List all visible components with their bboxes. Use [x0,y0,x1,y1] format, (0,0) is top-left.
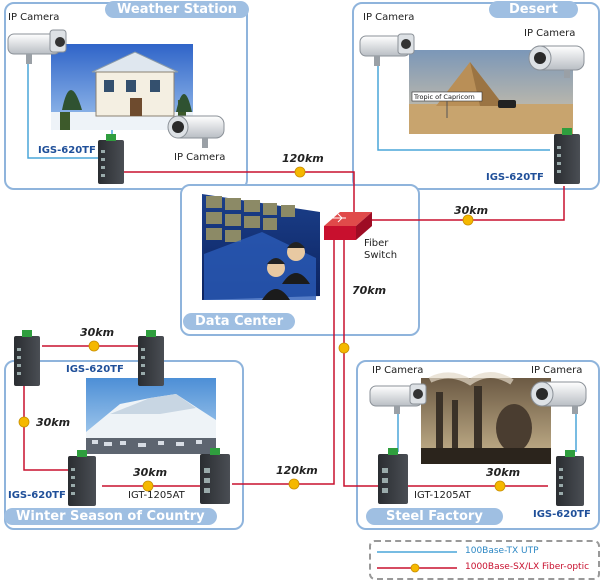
winter-photo [86,378,216,454]
switch-model-label: IGS-620TF [38,145,96,156]
weather-station-photo [51,44,193,130]
distance-label: 120km [276,464,318,477]
camera-label: IP Camera [174,152,226,163]
zone-title-data-center: Data Center [183,313,296,330]
camera-label: IP Camera [531,365,583,376]
ip-cameras [7,29,587,414]
distance-label: 30km [133,466,168,479]
fiber-switch-label: Switch [364,250,398,261]
switch-model-label: IGS-620TF [486,172,544,183]
distance-label: 30km [36,416,71,429]
camera-label: IP Camera [372,365,424,376]
desert-photo: Tropic of Capricorn [409,50,573,134]
camera-label: IP Camera [524,28,576,39]
sfp-modules [18,166,506,492]
switch-model-label: IGS-620TF [66,364,124,375]
switch-model-label: IGT-1205AT [414,490,471,501]
distance-label: 30km [80,326,115,339]
zone-title-desert: Desert [489,1,578,18]
legend: 100Base-TX UTP 1000Base-SX/LX Fiber-opti… [369,540,600,580]
switch-model-label: IGS-620TF [8,490,66,501]
fiber-switch-device [324,212,372,240]
switch-model-label: IGS-620TF [533,509,591,520]
camera-label: IP Camera [8,12,60,23]
fiber-cables [23,171,565,487]
legend-fiber-label: 1000Base-SX/LX Fiber-optic [465,562,590,572]
industrial-switches [14,128,584,506]
fiber-switch-label: Fiber [364,238,389,249]
distance-label: 70km [352,284,387,297]
camera-label: IP Camera [363,12,415,23]
zone-title-winter: Winter Season of Country [4,508,217,525]
distance-label: 30km [454,204,489,217]
zone-title-steel-factory: Steel Factory [366,508,503,525]
legend-swatches [377,551,457,573]
data-center-scene [202,194,320,300]
distance-label: 120km [282,152,324,165]
distance-label: 30km [486,466,521,479]
zone-title-weather-station: Weather Station [105,1,249,18]
switch-model-label: IGT-1205AT [128,490,185,501]
steel-factory-photo [421,372,551,464]
tropic-sign-text: Tropic of Capricorn [413,93,475,101]
legend-utp-label: 100Base-TX UTP [465,546,539,556]
